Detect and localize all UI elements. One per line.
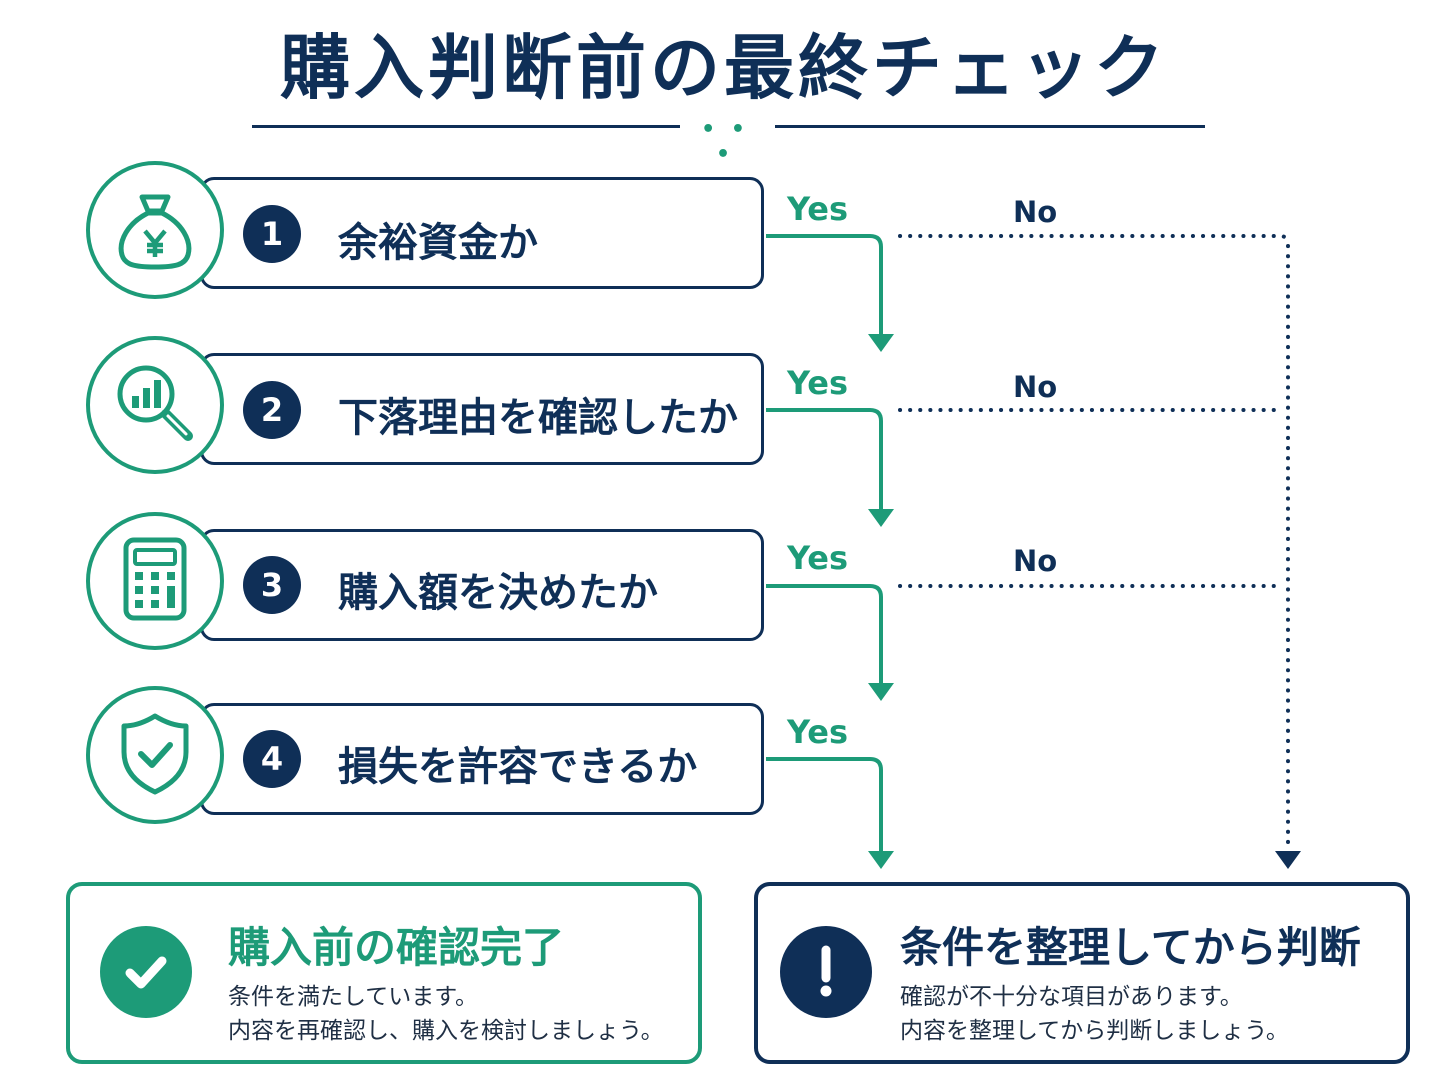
- no-arrowhead: [1275, 851, 1301, 869]
- page-title: 購入判断前の最終チェック: [280, 27, 1168, 109]
- no-label-3: No: [1013, 544, 1058, 578]
- step-label-4: 損失を許容できるか: [338, 744, 698, 790]
- yes-arrowhead-4: [868, 851, 894, 869]
- no-label-2: No: [1013, 370, 1058, 404]
- yes-label-2: Yes: [787, 364, 848, 402]
- check-circle-icon: [100, 926, 192, 1018]
- result-review-line-2: 内容を整理してから判断しましょう。: [900, 1018, 1289, 1044]
- no-connector-1: [898, 234, 1290, 246]
- result-review-text: 確認が不十分な項目があります。 内容を整理してから判断しましょう。: [900, 980, 1289, 1048]
- yes-arrowhead-3: [868, 683, 894, 701]
- result-complete-line-1: 条件を満たしています。: [228, 984, 479, 1010]
- step-label-1: 余裕資金か: [338, 220, 538, 266]
- yes-label-3: Yes: [787, 539, 848, 577]
- step-box-1: [200, 177, 764, 289]
- step-label-2: 下落理由を確認したか: [338, 395, 738, 441]
- yes-arrowhead-1: [868, 334, 894, 352]
- yes-arrowhead-2: [868, 509, 894, 527]
- exclamation-circle-icon: [780, 926, 872, 1018]
- title-divider-left: [252, 125, 680, 128]
- yes-connector-3: [766, 584, 883, 683]
- calculator-icon: [110, 534, 200, 628]
- title-divider-dots: • • •: [701, 117, 749, 167]
- step-icon-circle-2: [86, 336, 224, 474]
- result-complete-line-2: 内容を再確認し、購入を検討しましょう。: [228, 1018, 664, 1044]
- yes-label-1: Yes: [787, 190, 848, 228]
- no-label-1: No: [1013, 195, 1058, 229]
- step-number-2: 2: [243, 381, 301, 439]
- result-review-box: 条件を整理してから判断 確認が不十分な項目があります。 内容を整理してから判断し…: [754, 882, 1410, 1064]
- yes-label-4: Yes: [787, 713, 848, 751]
- yes-connector-1: [766, 234, 883, 334]
- yes-connector-4: [766, 757, 883, 851]
- step-number-4: 4: [243, 730, 301, 788]
- result-complete-title: 購入前の確認完了: [228, 923, 565, 972]
- step-icon-circle-1: [86, 161, 224, 299]
- step-number-1: 1: [243, 205, 301, 263]
- result-complete-box: 購入前の確認完了 条件を満たしています。 内容を再確認し、購入を検討しましょう。: [66, 882, 702, 1064]
- step-number-3: 3: [243, 556, 301, 614]
- step-icon-circle-4: [86, 686, 224, 824]
- result-complete-text: 条件を満たしています。 内容を再確認し、購入を検討しましょう。: [228, 980, 664, 1048]
- shield-check-icon: [110, 708, 200, 802]
- money-bag-icon: [110, 183, 200, 277]
- yes-connector-2: [766, 408, 883, 509]
- result-review-line-1: 確認が不十分な項目があります。: [900, 984, 1243, 1010]
- chart-magnifier-icon: [110, 358, 200, 452]
- step-icon-circle-3: [86, 512, 224, 650]
- result-review-title: 条件を整理してから判断: [900, 923, 1361, 972]
- title-divider-right: [775, 125, 1205, 128]
- step-label-3: 購入額を決めたか: [338, 570, 658, 616]
